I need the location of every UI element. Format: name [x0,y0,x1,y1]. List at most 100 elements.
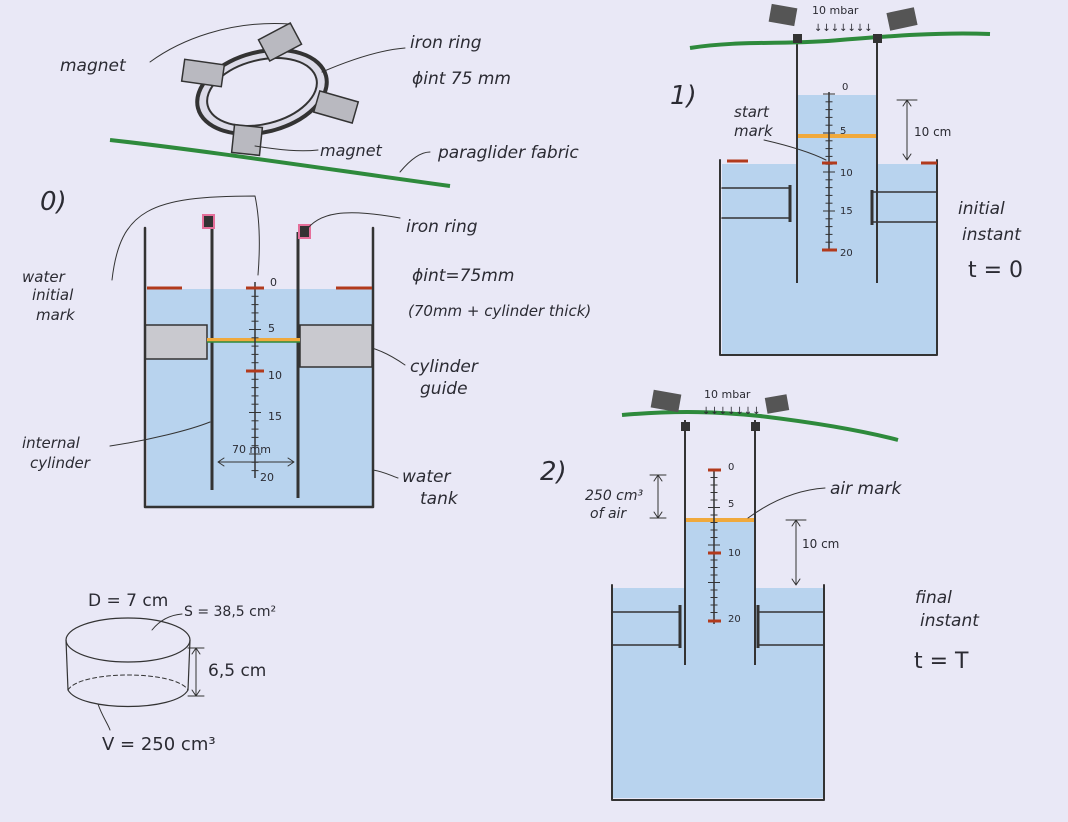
cyl-left-side [65,639,69,691]
tank1-scale-10: 10 [840,168,853,179]
tank0-scale-15: 15 [268,410,282,423]
label-ring-diameter: ϕint 75 mm [412,69,511,89]
tank0-scale-20: 20 [260,471,274,484]
label-internal-line2: cylinder [30,454,91,472]
tank0-scale-5: 5 [268,322,275,335]
tank2-magnet-right [764,394,790,414]
cyl-bottom-back [67,674,189,691]
tank1-guides [721,187,937,223]
tank2-height-arrowheads [785,519,807,586]
magnet-block-left [180,58,226,88]
tank0-scale-0: 0 [270,276,277,289]
label-guide-line2: guide [420,379,468,399]
tank1-scale-ticks [823,93,835,243]
label-cyl-diameter: D = 7 cm [88,591,168,611]
label-internal-line1: internal [22,434,81,452]
cylinder-volume-sketch: D = 7 cm S = 38,5 cm² 6,5 cm V = 250 cm³ [65,591,276,755]
tank0-scale-10: 10 [268,369,282,382]
ring-fabric-line [109,138,451,188]
label-instant1: instant [962,225,1022,245]
tank2-air-arrowheads [649,474,667,519]
label-tank-line1: water [402,467,451,487]
label-tank-line2: tank [420,489,459,509]
tank2-scale-0: 0 [728,462,734,473]
iron-ring-inner [206,57,318,127]
tank2-pressure: 10 mbar [704,388,751,401]
diagram-2: 2) 10 mbar ↓↓↓↓↓↓↓ 0 5 10 20 250 cm³ of … [540,388,980,801]
label-ring-fabric: paraglider fabric [437,143,579,163]
tank2-guides [611,611,825,646]
tank0-ring-right [298,224,311,239]
tank1-scale-5: 5 [840,126,846,137]
step-1-label: 1) [670,81,697,111]
diagram-1: 1) 10 mbar ↓↓↓↓↓↓↓ 0 5 10 15 20 start ma… [670,3,1023,356]
label-cyl-height: 6,5 cm [208,661,266,681]
tank1-scale-15: 15 [840,206,853,217]
leader-iron-ring [321,47,406,73]
tank0-thread-right [304,212,401,233]
label-air-volume-line2: of air [590,506,627,522]
tank0-ring-left [202,214,215,229]
tank1-height-arrowheads [896,99,918,161]
label-start-line2: mark [734,122,774,140]
label-tank0-iron-ring: iron ring [406,217,478,237]
tank1-scale-20: 20 [840,248,853,259]
leader-start-mark [763,139,827,161]
tank2-fabric [621,410,899,442]
tank0-walls [143,226,375,509]
leader-internal-cylinder [109,421,211,447]
diagram-0: 0) 0 5 10 15 20 70 mm iron ring ϕint=75m… [22,187,591,509]
tank2-scale-5: 5 [728,499,734,510]
label-ring-magnet-bottom: magnet [320,141,383,160]
label-instant2: instant [920,611,980,631]
magnet-block-right [312,89,360,125]
tank2-ring-right [751,422,760,431]
tank1-ring-right [873,34,882,43]
label-water-line3: mark [36,306,76,324]
label-cyl-area: S = 38,5 cm² [184,604,276,620]
tank1-ring-left [793,34,802,43]
label-water-line1: water [22,268,66,286]
magnet-block-top [257,21,303,63]
tank1-pressure: 10 mbar [812,4,859,17]
tank0-guide-left [144,324,208,360]
tank2-ring-left [681,422,690,431]
leader-water-tank [372,469,399,479]
tank0-thread-left [111,195,260,281]
tank2-scale-20: 20 [728,614,741,625]
label-final: final [915,588,952,608]
tank2-magnet-left [650,389,682,413]
tank0-width-arrowheads [217,457,295,467]
tank2-walls [611,584,825,801]
leader-cylinder-guide [371,347,406,366]
leader-magnet-top [149,22,291,63]
tank1-height-label: 10 cm [914,125,951,139]
label-ring-magnet-top: magnet [60,56,127,76]
label-start-line1: start [734,103,770,121]
label-tank0-diameter-note: (70mm + cylinder thick) [408,302,591,320]
tank2-scale-10: 10 [728,548,741,559]
tank2-height-label: 10 cm [802,537,839,551]
tank2-pressure-arrows: ↓↓↓↓↓↓↓ [702,406,761,417]
tank1-cylinder-water [798,95,876,165]
tank1-magnet-left [768,3,798,27]
tank1-scale-0: 0 [842,82,848,93]
tank1-magnet-right [886,7,918,31]
label-time-0: t = 0 [968,258,1023,283]
leader-magnet-bottom [254,145,319,152]
tank1-pressure-arrows: ↓↓↓↓↓↓↓ [814,23,873,34]
cyl-bottom-front [67,689,189,708]
label-time-T: t = T [914,649,969,674]
label-water-line2: initial [32,286,74,304]
leader-fabric [399,151,431,173]
magnet-block-bottom [230,123,264,157]
leader-volume [97,703,111,731]
tank2-water [613,588,823,798]
cyl-height-arrowheads [187,647,205,697]
tank0-width-label: 70 mm [232,443,271,456]
tank1-fabric [689,31,991,50]
label-initial: initial [958,199,1005,219]
step-0-label: 0) [40,187,67,217]
